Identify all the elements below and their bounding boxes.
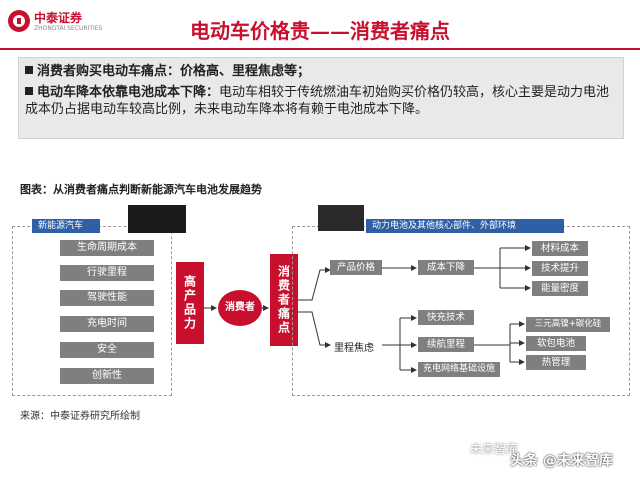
high-quality-label: 高产品力 [182, 275, 197, 331]
nev-item: 充电时间 [60, 316, 154, 332]
tech-item: 三元高镍+碳化硅 [526, 317, 610, 332]
source-note: 来源：中泰证券研究所绘制 [20, 411, 140, 422]
pain-points-box: 消费者痛点 [270, 254, 298, 346]
logo-name: 中泰证券 [34, 11, 83, 25]
range-item: 快充技术 [418, 310, 474, 325]
battery-image [318, 205, 364, 231]
nev-item: 生命周期成本 [60, 240, 154, 256]
tech-item: 软包电池 [526, 336, 586, 351]
price-item: 技术提升 [532, 261, 588, 276]
logo-english-name: ZHONGTAI SECURITIES [34, 25, 103, 32]
nev-tag: 新能源汽车 [32, 219, 100, 233]
range-item: 充电网络基础设施 [418, 362, 500, 377]
bullet-point: 电动车降本依靠电池成本下降：电动车相较于传统燃油车初始购买价格仍较高，核心主要是… [25, 84, 615, 118]
logo-mark-icon [8, 10, 30, 32]
tech-item: 热管理 [526, 355, 586, 370]
company-logo: 中泰证券 ZHONGTAI SECURITIES [8, 8, 118, 38]
watermark-small: 未来智库 [470, 442, 519, 456]
nev-item: 创新性 [60, 368, 154, 384]
price-item: 材料成本 [532, 241, 588, 256]
consumer-node: 消费者 [218, 290, 262, 326]
bullet-square-icon [25, 87, 33, 95]
cost-down-box: 成本下降 [418, 260, 474, 275]
bullet-text: 电动车相较于传统燃油车初始购买价格仍较高，核心主要是动力电池成本仍占据电动车较高… [25, 85, 610, 117]
summary-box: 消费者购买电动车痛点：价格高、里程焦虑等； 电动车降本依靠电池成本下降：电动车相… [18, 57, 624, 139]
bullet-square-icon [25, 66, 33, 74]
page-title: 电动车价格贵——消费者痛点 [190, 19, 450, 43]
price-branch: 产品价格 [330, 260, 382, 275]
car-image [128, 205, 186, 233]
high-quality-box: 高产品力 [176, 262, 204, 344]
watermark-large: 头条 @未来智库 [510, 453, 613, 469]
range-branch: 里程焦虑 [334, 343, 374, 354]
title-divider [0, 48, 640, 50]
price-item: 能量密度 [532, 281, 588, 296]
bullet-bold: 电动车降本依靠电池成本下降： [37, 85, 220, 100]
core-parts-tag: 动力电池及其他核心部件、外部环境 [366, 219, 564, 233]
nev-item: 安全 [60, 342, 154, 358]
bullet-bold: 消费者购买电动车痛点：价格高、里程焦虑等； [37, 64, 311, 79]
nev-item: 行驶里程 [60, 265, 154, 281]
nev-item: 驾驶性能 [60, 290, 154, 306]
pain-points-label: 消费者痛点 [276, 265, 291, 335]
bullet-point: 消费者购买电动车痛点：价格高、里程焦虑等； [25, 63, 615, 80]
range-item: 续航里程 [418, 337, 474, 352]
figure-caption: 图表：从消费者痛点判断新能源汽车电池发展趋势 [20, 183, 262, 196]
